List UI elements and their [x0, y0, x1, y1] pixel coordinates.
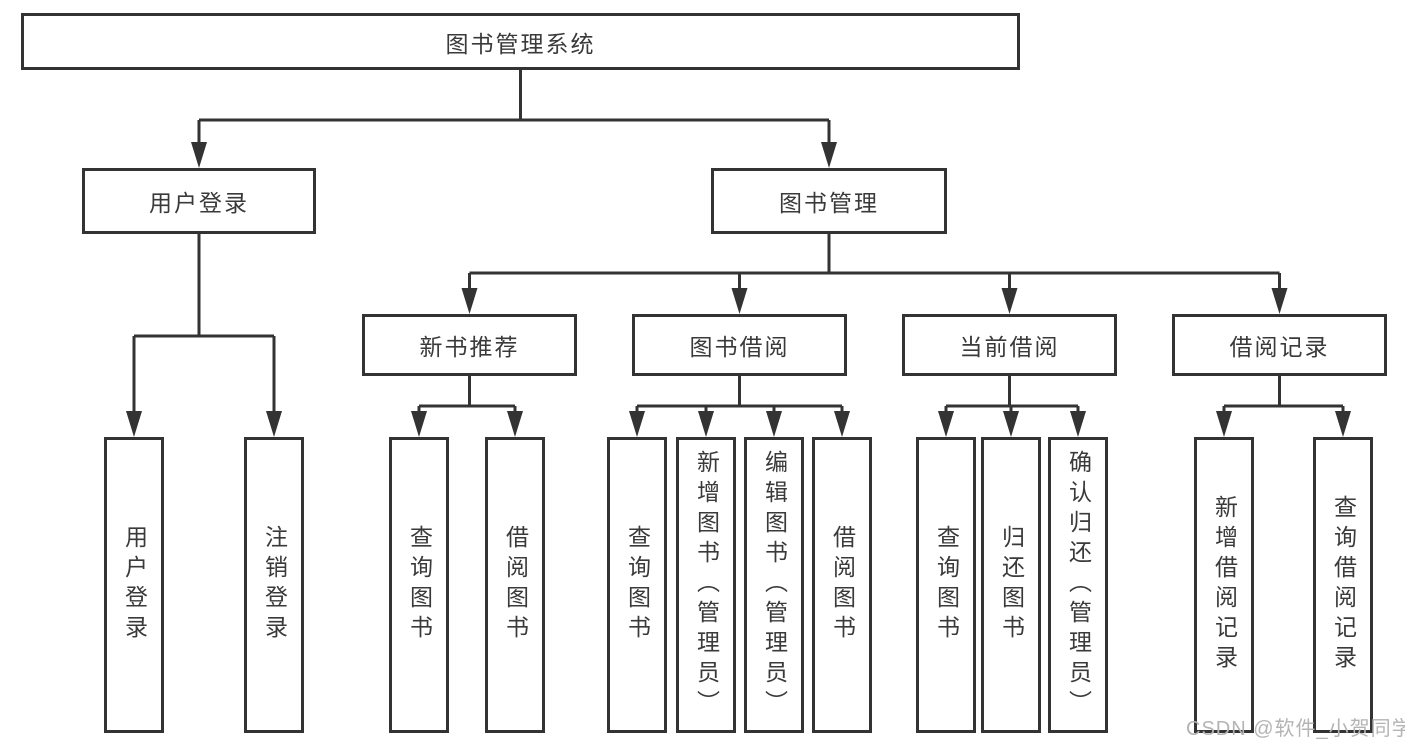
- leaf-nb-borrow-books-label: 借阅图书: [502, 525, 529, 645]
- node-book-management: 图书管理: [711, 168, 947, 234]
- leaf-nb-borrow-books: 借阅图书: [485, 437, 545, 733]
- leaf-bb-edit-books-admin: 编辑图书（管理员）: [744, 437, 804, 733]
- leaf-logout: 注销登录: [244, 437, 304, 733]
- arrowheads: [126, 142, 1351, 437]
- leaf-cb-confirm-return-admin: 确认归还（管理员）: [1048, 437, 1108, 733]
- node-borrow-records-label: 借阅记录: [1229, 334, 1330, 360]
- node-book-borrowing-label: 图书借阅: [689, 334, 790, 360]
- node-borrow-records: 借阅记录: [1172, 314, 1387, 376]
- leaf-cb-return-books-label: 归还图书: [998, 525, 1025, 645]
- leaf-user-login: 用户登录: [104, 437, 164, 733]
- node-new-book-recommend: 新书推荐: [362, 314, 577, 376]
- leaf-logout-label: 注销登录: [261, 525, 288, 645]
- leaf-bh-add-borrow-record-label: 新增借阅记录: [1211, 495, 1238, 675]
- leaf-bb-add-books-admin: 新增图书（管理员）: [676, 437, 736, 733]
- node-root-label: 图书管理系统: [445, 30, 596, 57]
- node-user-login: 用户登录: [82, 168, 316, 234]
- leaf-nb-query-books: 查询图书: [389, 437, 449, 733]
- leaf-cb-return-books: 归还图书: [981, 437, 1041, 733]
- leaf-bb-borrow-books-label: 借阅图书: [829, 525, 856, 645]
- leaf-bb-query-books-label: 查询图书: [624, 525, 651, 645]
- node-user-login-label: 用户登录: [149, 190, 249, 216]
- leaf-nb-query-books-label: 查询图书: [406, 525, 433, 645]
- node-current-borrowing: 当前借阅: [902, 314, 1117, 376]
- leaf-cb-confirm-return-admin-label: 确认归还（管理员）: [1065, 450, 1092, 720]
- node-current-borrowing-label: 当前借阅: [959, 334, 1060, 360]
- node-root: 图书管理系统: [21, 13, 1020, 70]
- leaf-bh-query-borrow-record-label: 查询借阅记录: [1330, 495, 1357, 675]
- leaf-bb-borrow-books: 借阅图书: [812, 437, 872, 733]
- leaf-cb-query-books-label: 查询图书: [933, 525, 960, 645]
- leaf-bb-edit-books-admin-label: 编辑图书（管理员）: [761, 450, 788, 720]
- watermark: CSDN @软件_小贺同学: [1186, 718, 1405, 740]
- leaf-user-login-label: 用户登录: [121, 525, 148, 645]
- leaf-cb-query-books: 查询图书: [916, 437, 976, 733]
- leaf-bh-query-borrow-record: 查询借阅记录: [1313, 437, 1373, 733]
- node-book-borrowing: 图书借阅: [632, 314, 847, 376]
- node-book-management-label: 图书管理: [779, 190, 879, 216]
- node-new-book-recommend-label: 新书推荐: [419, 334, 520, 360]
- leaf-bb-add-books-admin-label: 新增图书（管理员）: [693, 450, 720, 720]
- leaf-bb-query-books: 查询图书: [607, 437, 667, 733]
- leaf-bh-add-borrow-record: 新增借阅记录: [1194, 437, 1254, 733]
